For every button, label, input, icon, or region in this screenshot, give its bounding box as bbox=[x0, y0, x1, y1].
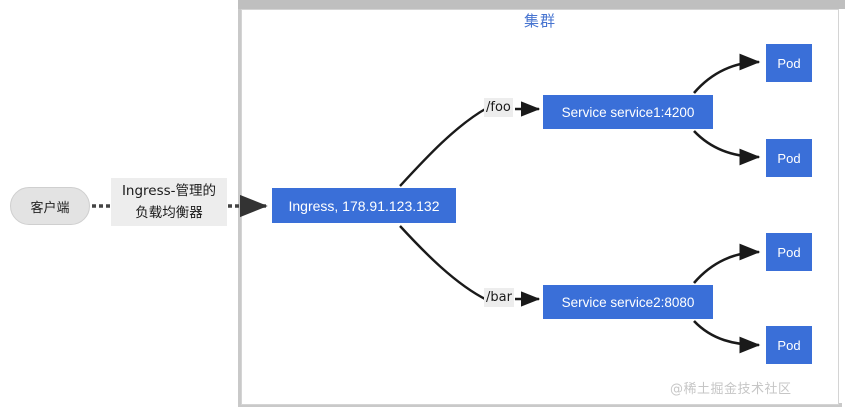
cluster-frame-shadow-bottom bbox=[238, 403, 842, 407]
route-label-bar: /bar bbox=[484, 288, 514, 307]
cluster-frame-topbar bbox=[238, 0, 845, 9]
pod-node-1[interactable]: Pod bbox=[766, 44, 812, 82]
ingress-node-label: Ingress, 178.91.123.132 bbox=[288, 197, 440, 214]
pod-node-2-label: Pod bbox=[777, 150, 801, 166]
pod-node-1-label: Pod bbox=[777, 55, 801, 71]
ingress-node[interactable]: Ingress, 178.91.123.132 bbox=[272, 188, 456, 223]
watermark: @稀土掘金技术社区 bbox=[670, 382, 792, 397]
service-node-service2[interactable]: Service service2:8080 bbox=[543, 285, 713, 319]
service-node-service2-label: Service service2:8080 bbox=[561, 294, 695, 310]
pod-node-3-label: Pod bbox=[777, 244, 801, 260]
pod-node-2[interactable]: Pod bbox=[766, 139, 812, 177]
loadbalancer-label-line2: 负载均衡器 bbox=[135, 205, 203, 221]
pod-node-4[interactable]: Pod bbox=[766, 326, 812, 364]
loadbalancer-label: Ingress-管理的 负载均衡器 bbox=[111, 178, 227, 226]
loadbalancer-label-line1: Ingress-管理的 bbox=[121, 183, 217, 199]
client-node[interactable]: 客户端 bbox=[10, 187, 90, 225]
cluster-title: 集群 bbox=[523, 12, 556, 30]
route-label-foo: /foo bbox=[484, 98, 513, 117]
pod-node-3[interactable]: Pod bbox=[766, 233, 812, 271]
service-node-service1-label: Service service1:4200 bbox=[561, 104, 695, 120]
pod-node-4-label: Pod bbox=[777, 337, 801, 353]
client-node-label: 客户端 bbox=[30, 200, 70, 216]
service-node-service1[interactable]: Service service1:4200 bbox=[543, 95, 713, 129]
